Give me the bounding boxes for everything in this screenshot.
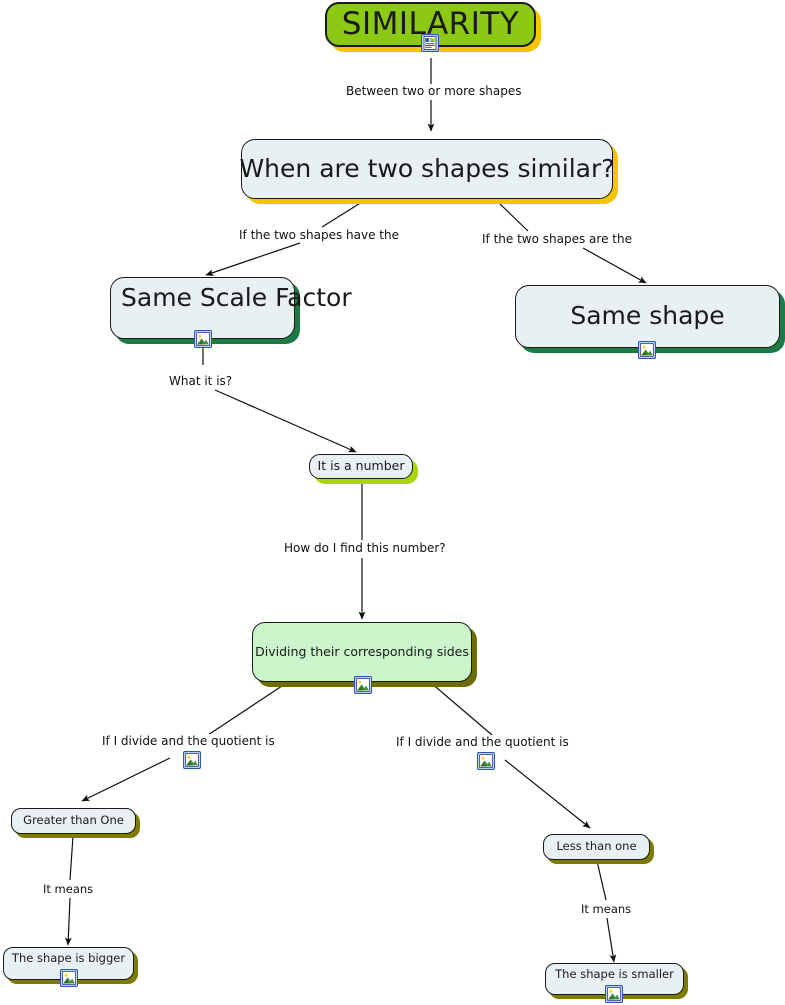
node-greater-than-one[interactable]: Greater than One — [11, 808, 136, 834]
link-line-dividingsides-to-label7 — [429, 681, 493, 736]
picture-resource-icon-dividing-sides[interactable] — [354, 676, 372, 694]
link-line-label6-to-greaterthanone — [81, 757, 171, 802]
link-line-label8-to-shapeisbigger — [64, 897, 72, 946]
link-label-if-i-divide-quotient-left[interactable]: If I divide and the quotient is — [99, 734, 278, 748]
link-label-l6-text: If I divide and the quotient is — [102, 734, 275, 748]
picture-resource-icon-quotient-left[interactable] — [183, 751, 201, 769]
link-label-if-two-shapes-are-the[interactable]: If the two shapes are the — [479, 232, 635, 246]
node-less-than-one[interactable]: Less than one — [543, 834, 650, 860]
link-line-label2-to-samescalefactor — [205, 242, 301, 276]
link-line-whensimilar-to-label3 — [497, 201, 529, 232]
link-label-l7-text: If I divide and the quotient is — [396, 735, 569, 749]
link-label-it-means-right[interactable]: It means — [578, 902, 635, 916]
link-label-how-do-i-find-this-number[interactable]: How do I find this number? — [281, 541, 449, 555]
link-line-label9-to-shapeissmaller — [606, 917, 617, 963]
link-label-it-means-left[interactable]: It means — [40, 882, 97, 896]
link-label-if-i-divide-quotient-right[interactable]: If I divide and the quotient is — [393, 735, 572, 749]
link-label-l3-text: If the two shapes are the — [482, 232, 632, 246]
link-line-lessthanone-to-label9 — [596, 860, 607, 901]
node-the-shape-is-smaller[interactable]: The shape is smaller — [545, 963, 684, 995]
picture-resource-icon-shape-is-bigger[interactable] — [60, 969, 78, 987]
link-label-l5-text: How do I find this number? — [284, 541, 446, 555]
link-line-label7-to-lessthanone — [504, 759, 591, 829]
picture-resource-icon-quotient-right[interactable] — [477, 752, 495, 770]
node-dividing-corresponding-sides[interactable]: Dividing their corresponding sides — [252, 622, 472, 682]
node-same-scale-factor-label: Same Scale Factor — [121, 283, 352, 312]
link-label-l8-text: It means — [43, 882, 94, 896]
node-same-shape-label: Same shape — [570, 301, 725, 331]
link-line-whensimilar-to-label2 — [321, 201, 363, 228]
node-when-similar-label: When are two shapes similar? — [239, 153, 615, 183]
link-line-dividingsides-to-label6 — [207, 681, 289, 736]
node-same-scale-factor[interactable]: Same Scale Factor — [110, 277, 352, 339]
link-label-l2-text: If the two shapes have the — [239, 228, 399, 242]
picture-resource-icon-same-scale-factor[interactable] — [194, 330, 212, 348]
node-it-is-a-number-label: It is a number — [317, 458, 405, 474]
picture-resource-icon-shape-is-smaller[interactable] — [605, 985, 623, 1003]
node-greater-than-one-label: Greater than One — [23, 813, 124, 828]
node-the-shape-is-bigger-label: The shape is bigger — [11, 951, 126, 965]
link-label-l1-text: Between two or more shapes — [346, 84, 522, 98]
note-resource-icon[interactable] — [421, 34, 439, 52]
link-label-if-two-shapes-have-the[interactable]: If the two shapes have the — [236, 228, 402, 242]
node-dividing-sides-label: Dividing their corresponding sides — [255, 643, 469, 659]
link-line-greaterthanone-to-label8 — [69, 835, 74, 881]
node-when-are-two-shapes-similar[interactable]: When are two shapes similar? — [239, 139, 615, 199]
picture-resource-icon-same-shape[interactable] — [638, 341, 656, 359]
node-the-shape-is-smaller-label: The shape is smaller — [555, 967, 674, 981]
link-label-what-it-is[interactable]: What it is? — [166, 374, 236, 388]
link-label-l9-text: It means — [581, 902, 632, 916]
node-less-than-one-label: Less than one — [556, 839, 637, 854]
node-it-is-a-number[interactable]: It is a number — [309, 454, 413, 479]
node-same-shape[interactable]: Same shape — [515, 285, 780, 348]
link-label-l4-text: What it is? — [169, 374, 233, 388]
link-line-label4-to-itisanumber — [214, 389, 357, 453]
link-label-between-two-or-more-shapes[interactable]: Between two or more shapes — [343, 84, 525, 98]
link-line-label3-to-sameshape — [582, 247, 647, 284]
